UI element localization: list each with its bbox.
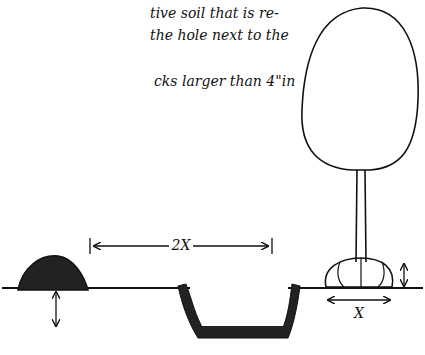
soil-mound xyxy=(18,256,88,290)
dimension-label: 2X xyxy=(169,238,194,253)
root-ball-lines xyxy=(338,258,384,287)
note-text: tive soil that is re- xyxy=(150,6,279,21)
note-text: the hole next to the xyxy=(150,28,289,43)
height-arrow xyxy=(403,264,404,286)
depth-arrow xyxy=(55,292,56,326)
dimension-label: X xyxy=(354,306,364,321)
tree-trunk xyxy=(356,170,366,262)
planting-hole xyxy=(178,284,300,338)
note-text: cks larger than 4"in xyxy=(154,74,295,89)
tree-canopy xyxy=(302,8,418,170)
root-ball xyxy=(325,258,392,287)
width-x-arrow xyxy=(328,299,390,300)
